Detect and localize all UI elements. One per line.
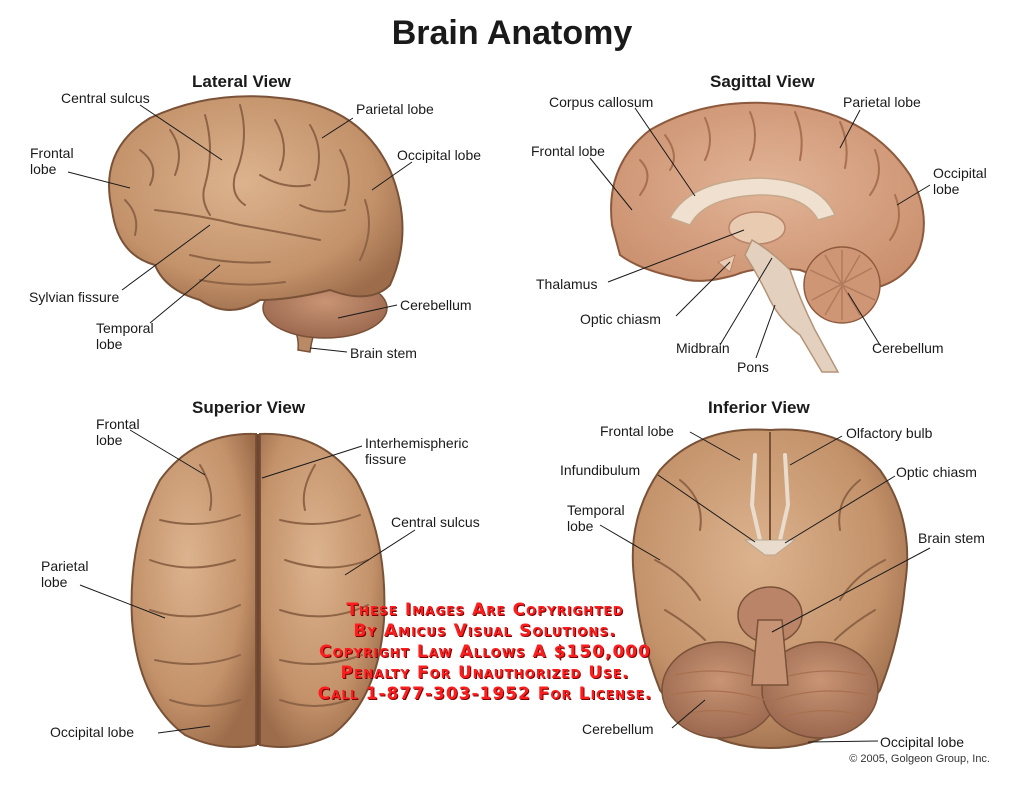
inferior-label-infundibulum: Infundibulum xyxy=(560,462,641,478)
inferior-label-occipital-lobe: Occipital lobe xyxy=(880,734,965,750)
lateral-brain xyxy=(108,95,404,353)
inferior-label-frontal-lobe: Frontal lobe xyxy=(600,423,674,439)
copyright-watermark: These Images Are Copyrighted By Amicus V… xyxy=(255,600,715,705)
superior-label-frontal-lobe: Frontal lobe xyxy=(96,416,140,448)
inferior-olfactory-left xyxy=(749,453,762,542)
lateral-label-parietal-lobe: Parietal lobe xyxy=(356,101,434,117)
watermark-line: Call 1-877-303-1952 For License. xyxy=(317,684,653,704)
superior-brain xyxy=(130,432,386,748)
inferior-olfactory-right xyxy=(778,453,791,542)
inferior-label-optic-chiasm: Optic chiasm xyxy=(896,464,977,480)
page-title: Brain Anatomy xyxy=(391,14,633,52)
sagittal-label-frontal-lobe: Frontal lobe xyxy=(531,143,605,159)
sagittal-brainstem xyxy=(744,238,840,373)
sagittal-thalamus xyxy=(728,211,786,245)
lateral-label-central-sulcus: Central sulcus xyxy=(61,90,150,106)
sagittal-label-midbrain: Midbrain xyxy=(676,340,730,356)
sagittal-label-pons: Pons xyxy=(737,359,769,375)
sagittal-view-title: Sagittal View xyxy=(710,72,815,91)
superior-left-hemisphere xyxy=(130,432,257,748)
sagittal-label-cerebellum: Cerebellum xyxy=(872,340,944,356)
inferior-label-temporal-lobe: Temporal lobe xyxy=(567,502,625,534)
inferior-cerebellum-right xyxy=(761,641,879,739)
lateral-label-sylvian-fissure: Sylvian fissure xyxy=(29,289,120,305)
sagittal-brain xyxy=(610,101,925,373)
sagittal-label-occipital-lobe: Occipital lobe xyxy=(933,165,987,197)
superior-right-hemisphere xyxy=(259,432,386,748)
lateral-label-cerebellum: Cerebellum xyxy=(400,297,472,313)
leader-lines xyxy=(67,104,931,743)
watermark-line: These Images Are Copyrighted xyxy=(346,600,624,620)
inferior-label-brain-stem: Brain stem xyxy=(918,530,985,546)
superior-label-central-sulcus: Central sulcus xyxy=(391,514,480,530)
sagittal-label-thalamus: Thalamus xyxy=(536,276,598,292)
inferior-label-cerebellum: Cerebellum xyxy=(582,721,654,737)
sagittal-corpus-callosum xyxy=(668,177,837,226)
lateral-cerebrum xyxy=(108,95,404,311)
sagittal-label-optic-chiasm: Optic chiasm xyxy=(580,311,661,327)
lateral-label-frontal-lobe: Frontal lobe xyxy=(30,145,74,177)
copyright-credit: © 2005, Golgeon Group, Inc. xyxy=(849,753,990,765)
inferior-view-title: Inferior View xyxy=(708,398,810,417)
superior-label-parietal-lobe: Parietal lobe xyxy=(41,558,89,590)
watermark-line: Copyright Law Allows A $150,000 xyxy=(319,642,651,662)
sagittal-optic-chiasm xyxy=(717,254,736,273)
lateral-label-brain-stem: Brain stem xyxy=(350,345,417,361)
superior-label-occipital-lobe: Occipital lobe xyxy=(50,724,135,740)
watermark-line: Penalty For Unauthorized Use. xyxy=(340,663,630,683)
inferior-brainstem xyxy=(751,619,789,686)
lateral-label-occipital-lobe: Occipital lobe xyxy=(397,147,482,163)
inferior-label-olfactory-bulb: Olfactory bulb xyxy=(846,425,933,441)
sagittal-label-corpus-callosum: Corpus callosum xyxy=(549,94,654,110)
sagittal-label-parietal-lobe: Parietal lobe xyxy=(843,94,921,110)
superior-label-interhemispheric-fissure: Interhemispheric fissure xyxy=(365,435,469,467)
watermark-line: By Amicus Visual Solutions. xyxy=(353,621,617,641)
lateral-view-title: Lateral View xyxy=(192,72,291,91)
superior-view-title: Superior View xyxy=(192,398,306,417)
inferior-optic-chiasm xyxy=(743,539,797,556)
lateral-label-temporal-lobe: Temporal lobe xyxy=(96,320,154,352)
inferior-brain xyxy=(631,428,909,750)
